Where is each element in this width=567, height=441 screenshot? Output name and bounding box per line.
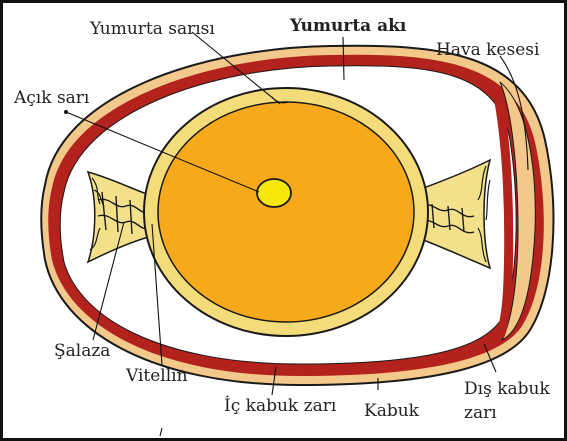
yolk (158, 102, 414, 322)
label-acik-sari: Açık sarı (13, 88, 90, 108)
label-kabuk: Kabuk (364, 401, 420, 421)
label-vitellin: Vitellin (125, 366, 188, 386)
label-hava-kesesi: Hava kesesi (436, 40, 540, 60)
label-dis-kabuk-zari-line2: zarı (464, 403, 497, 423)
leader-dot-acik-sari (64, 110, 68, 114)
label-ic-kabuk-zari: İç kabuk zarı (224, 395, 337, 416)
label-salaza: Şalaza (54, 341, 110, 361)
leader-bottom-tick (160, 428, 162, 436)
label-yumurta-sarisi: Yumurta sarısı (89, 19, 215, 39)
germinal-disc (257, 179, 291, 207)
label-yumurta-aki: Yumurta akı (289, 16, 407, 36)
label-dis-kabuk-zari-line1: Dış kabuk (464, 379, 550, 399)
